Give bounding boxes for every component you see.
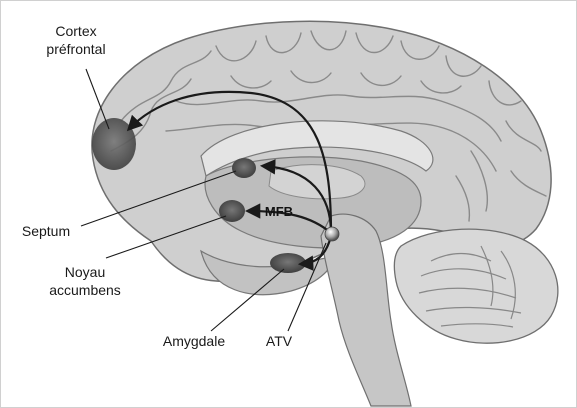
label-atv: ATV	[266, 333, 293, 349]
label-mfb: MFB	[265, 204, 293, 219]
label-noyau-accumbens-line2: accumbens	[49, 282, 121, 298]
cerebellum	[394, 229, 557, 343]
atv-nucleus	[325, 227, 339, 241]
label-cortex-prefrontal-line1: Cortex	[55, 23, 96, 39]
brainstem	[321, 214, 411, 406]
label-noyau-accumbens-line1: Noyau	[65, 264, 105, 280]
septum-region	[232, 158, 256, 178]
label-cortex-prefrontal-line2: préfrontal	[46, 41, 105, 57]
label-septum: Septum	[22, 223, 70, 239]
label-amygdale: Amygdale	[163, 333, 225, 349]
nucleus-accumbens-region	[219, 200, 245, 222]
amygdala-region	[270, 253, 306, 273]
prefrontal-cortex-region	[92, 118, 136, 170]
